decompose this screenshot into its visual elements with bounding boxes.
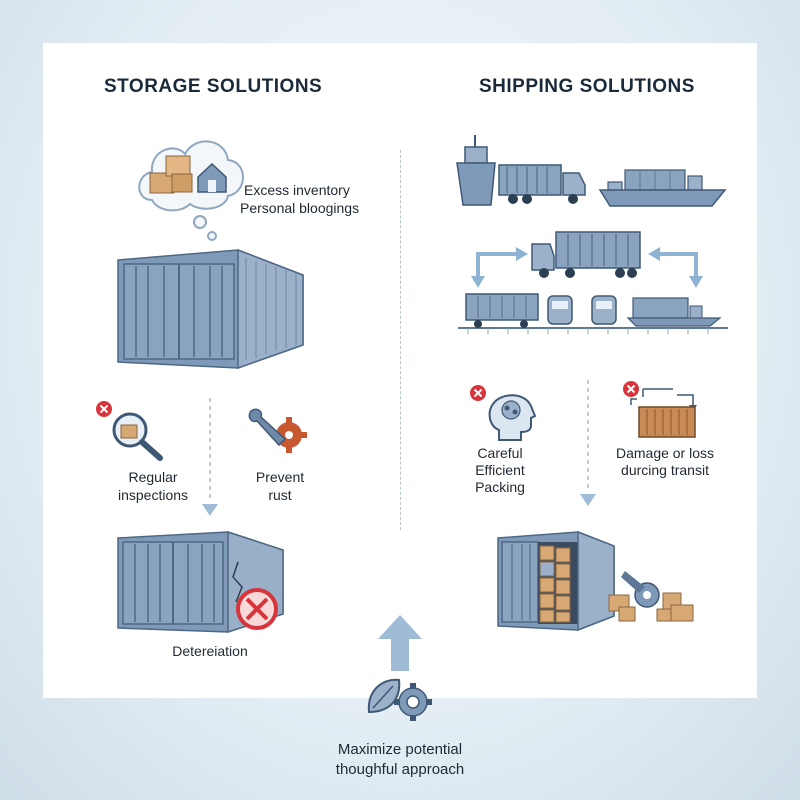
- train-icon: [458, 293, 728, 334]
- prohibited-icon: [236, 588, 278, 630]
- inspect-line-1: Regular: [128, 469, 178, 485]
- broken-boxes-icon: [608, 571, 694, 622]
- dashed-arrow-icon: [580, 380, 596, 506]
- ship-and-truck-icon: [456, 135, 586, 206]
- transfer-arrows-icon: [471, 247, 703, 288]
- footer-caption: Maximize potential thoughful approach: [250, 740, 550, 780]
- dashed-arrow-icon: [202, 398, 218, 516]
- damaged-crate-icon: [630, 388, 697, 438]
- house-icon: [197, 162, 227, 193]
- leaf-gear-icon: [367, 678, 432, 721]
- rust-line-1: Prevent: [255, 469, 305, 485]
- packing-line-1: Careful: [477, 445, 523, 461]
- truck-icon: [531, 231, 641, 278]
- wrench-gear-icon: [248, 408, 307, 453]
- cardboard-box-icon: [149, 155, 193, 194]
- packing-line-3: Packing: [475, 479, 525, 495]
- shipping-title: SHIPPING SOLUTIONS: [479, 76, 695, 97]
- head-brain-icon: [488, 394, 537, 441]
- thought-line-1: Excess inventory: [244, 182, 350, 198]
- footer-line-2: thoughful approach: [335, 761, 465, 778]
- inspect-line-2: inspections: [117, 487, 189, 503]
- cargo-ship-icon: [598, 169, 727, 207]
- packing-line-2: Efficient: [475, 462, 525, 478]
- storage-container-icon: [117, 248, 304, 370]
- magnifier-icon: [112, 412, 163, 461]
- warning-x-icon: [470, 385, 486, 401]
- warning-x-icon: [96, 401, 112, 417]
- thought-cloud-icon: [138, 140, 244, 241]
- thought-line-2: Personal bloogings: [240, 200, 360, 216]
- section-divider: [400, 150, 401, 530]
- open-container-icon: [497, 530, 615, 632]
- up-arrow-icon: [378, 615, 422, 671]
- rust-line-2: rust: [268, 487, 292, 503]
- damage-line-1: Damage or loss: [615, 445, 715, 461]
- deterioration-label: Detereiation: [172, 643, 248, 659]
- damage-line-2: durcing transit: [621, 462, 709, 478]
- footer-line-1: Maximize potential: [337, 741, 463, 758]
- storage-title: STORAGE SOLUTIONS: [104, 76, 323, 97]
- warning-x-icon: [623, 381, 639, 397]
